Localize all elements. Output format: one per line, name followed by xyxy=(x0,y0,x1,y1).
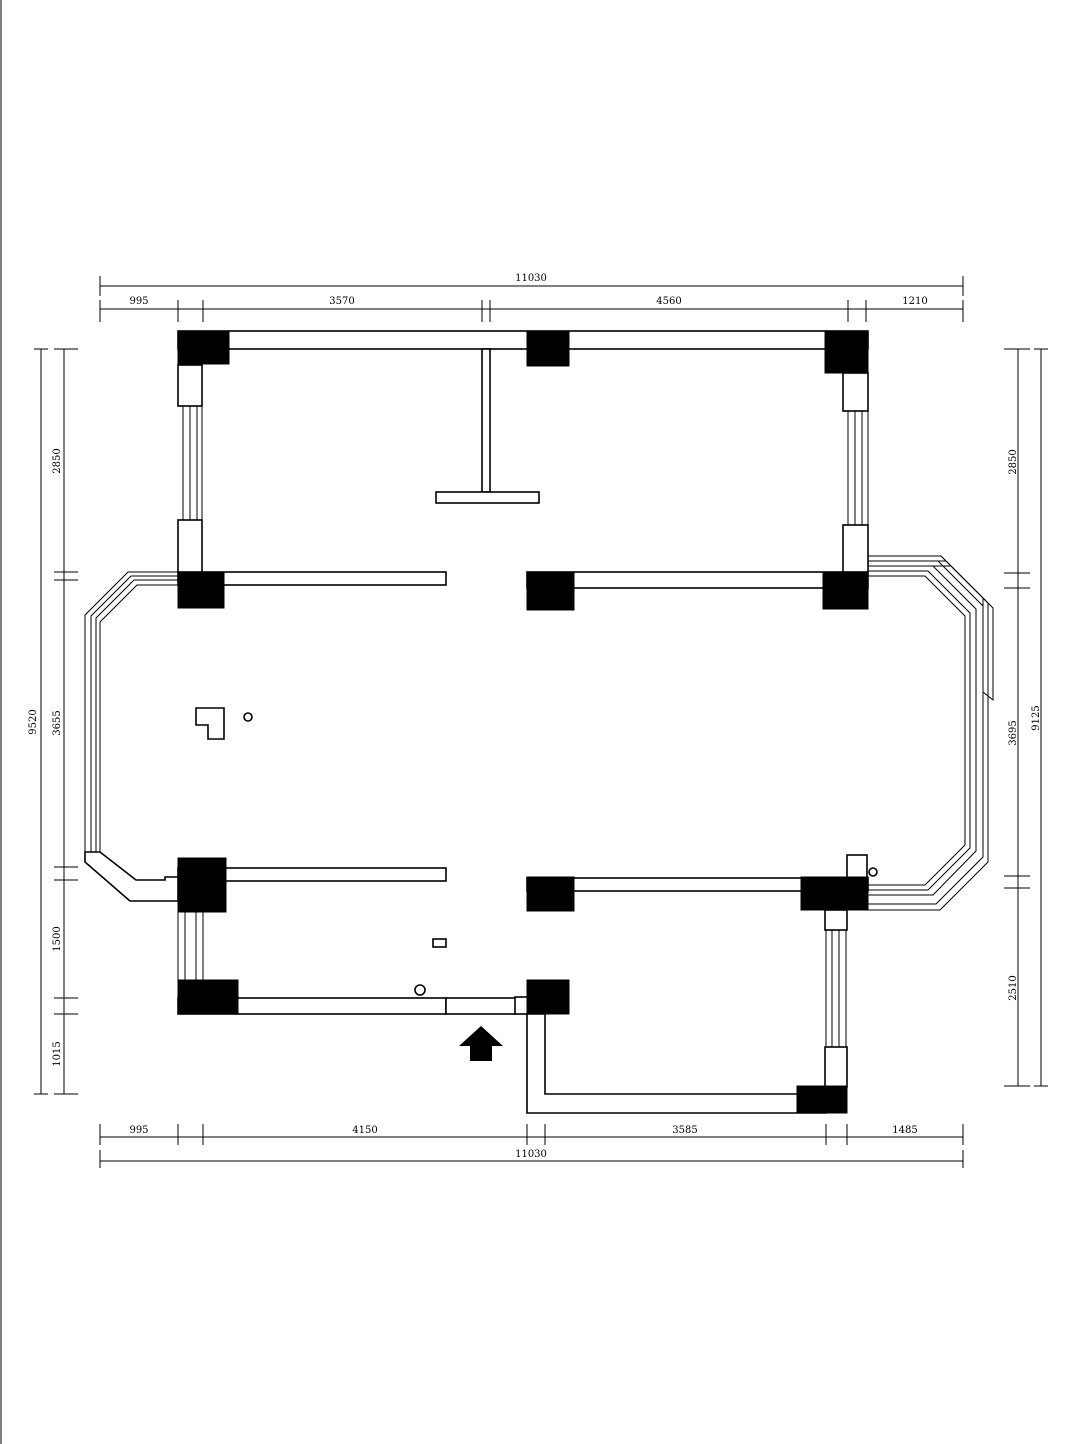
fixtures xyxy=(195,707,878,996)
bottom-right-room-wall xyxy=(526,1013,827,1114)
right-upper-window-sash-bottom xyxy=(842,524,869,573)
entrance-threshold xyxy=(445,997,517,1015)
windows xyxy=(177,364,869,1088)
column-top-left xyxy=(177,330,230,365)
right-lower-window-sash-bottom xyxy=(824,1046,848,1088)
left-dim-1: 2850 xyxy=(52,448,63,473)
right-bay-window xyxy=(868,555,994,911)
column-mid-center-upper xyxy=(526,571,575,611)
right-dim-2: 3695 xyxy=(1008,720,1019,745)
left-upper-window-sash-top xyxy=(177,364,203,407)
bottom-dimension-chain: 995 4150 3585 1485 11030 xyxy=(99,1124,964,1168)
entrance-arrow-icon xyxy=(459,1026,503,1061)
top-total-dim: 11030 xyxy=(515,273,547,284)
column-mid-right-lower xyxy=(800,876,869,911)
pipe-circle-left xyxy=(243,712,253,722)
right-upper-window-sash-top xyxy=(842,372,869,412)
column-mid-left-upper xyxy=(177,571,225,609)
left-upper-window-sash-bottom xyxy=(177,519,203,573)
column-mid-center-lower xyxy=(526,876,575,912)
left-dim-3: 1500 xyxy=(52,926,63,951)
partition-wall-head xyxy=(435,491,540,504)
columns xyxy=(177,330,869,1114)
top-dim-4: 1210 xyxy=(902,296,927,307)
right-dimension-chain: 2850 3695 2510 9125 xyxy=(1004,348,1048,1087)
column-mid-right-upper xyxy=(822,571,869,610)
right-dim-1: 2850 xyxy=(1008,449,1019,474)
partition-wall-stem xyxy=(481,348,491,493)
column-top-right xyxy=(824,330,869,374)
pipe-circle-bottom xyxy=(414,984,426,996)
right-lower-window-sash-top xyxy=(824,909,848,931)
shaft-outline xyxy=(195,707,225,740)
column-bottom-left xyxy=(177,979,239,1015)
small-box xyxy=(432,938,447,948)
right-dim-3: 2510 xyxy=(1008,975,1019,1000)
bottom-dim-1: 995 xyxy=(129,1125,148,1136)
left-dim-4: 1015 xyxy=(52,1041,63,1066)
bottom-dim-2: 4150 xyxy=(352,1125,377,1136)
column-top-middle xyxy=(526,330,570,367)
right-post xyxy=(846,854,868,879)
top-wall xyxy=(177,330,869,350)
left-bay-ledge xyxy=(84,851,179,902)
upper-right-room-wall xyxy=(526,571,869,589)
top-dimension-chain: 11030 995 3570 4560 1210 xyxy=(99,273,964,322)
top-dim-3: 4560 xyxy=(656,296,681,307)
column-bottom-center xyxy=(526,979,570,1015)
top-dim-2: 3570 xyxy=(329,296,354,307)
bottom-total-dim: 11030 xyxy=(515,1149,547,1160)
walls xyxy=(177,330,869,1114)
left-bay-window xyxy=(84,571,179,902)
pipe-circle-right xyxy=(868,867,878,877)
column-mid-left-lower xyxy=(177,857,227,913)
right-total-dim: 9125 xyxy=(1031,705,1042,730)
left-dimension-chain: 9520 2850 3655 1500 1015 xyxy=(28,348,78,1095)
left-dim-2: 3655 xyxy=(52,710,63,735)
bottom-dim-3: 3585 xyxy=(672,1125,697,1136)
column-bottom-right xyxy=(796,1085,848,1114)
bottom-dim-4: 1485 xyxy=(892,1125,917,1136)
left-total-dim: 9520 xyxy=(28,709,39,734)
top-dim-1: 995 xyxy=(129,296,148,307)
